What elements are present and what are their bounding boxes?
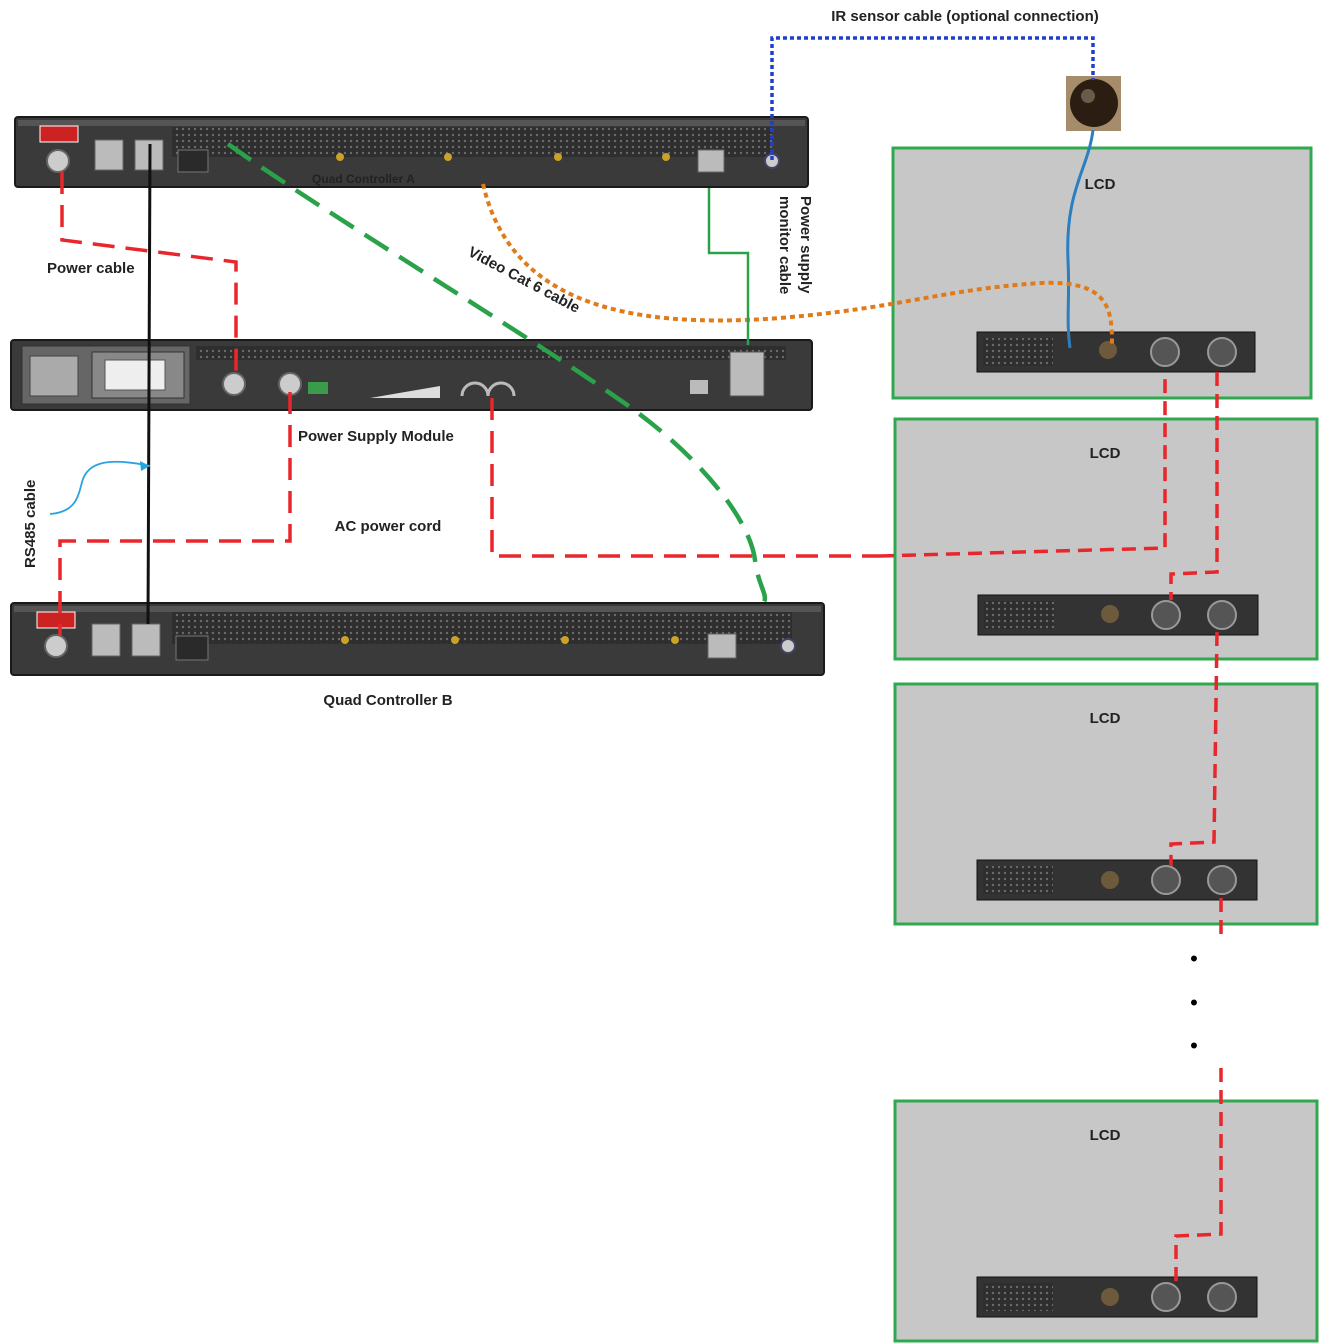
rs485-callout-arrowhead bbox=[140, 461, 150, 471]
lcd-rear-module bbox=[977, 594, 1259, 636]
quad-controller-b: Quad Controller B bbox=[10, 602, 825, 709]
continuation-dots: • • • bbox=[1190, 946, 1198, 1058]
lcd-label: LCD bbox=[1085, 176, 1116, 193]
lcd-panel-3: LCD bbox=[893, 682, 1319, 926]
ellipsis-dot: • bbox=[1190, 990, 1198, 1015]
quad-controller-a: Quad Controller A bbox=[14, 116, 809, 188]
video-cable-label: Video Cat 6 cable bbox=[465, 244, 582, 317]
lcd4-power-in bbox=[1174, 1068, 1223, 1284]
ps-monitor-cable-label-2: monitor cable bbox=[776, 196, 793, 294]
power-cable-a bbox=[60, 172, 238, 372]
video-cat6-cable bbox=[481, 183, 1114, 345]
lcd1-power-in bbox=[879, 372, 1167, 558]
lcd-rear-module bbox=[976, 859, 1258, 901]
controller-b-label: Quad Controller B bbox=[323, 692, 452, 709]
lcd-panel-1: LCD bbox=[891, 146, 1313, 400]
lcd-rear-module bbox=[976, 1276, 1258, 1318]
dc-in-port-icon bbox=[44, 634, 68, 658]
loop-video-cable bbox=[226, 142, 768, 604]
rs485-cable bbox=[146, 143, 152, 625]
ac-power-cord-label: AC power cord bbox=[335, 518, 442, 535]
lcd-label: LCD bbox=[1090, 1127, 1121, 1144]
rs485-callout bbox=[49, 460, 151, 515]
ir-sensor bbox=[1066, 76, 1121, 131]
dc-in-port-icon bbox=[46, 149, 70, 173]
ir-sensor-cable-label: IR sensor cable (optional connection) bbox=[831, 8, 1099, 25]
ellipsis-dot: • bbox=[1190, 1033, 1198, 1058]
power-cable-label: Power cable bbox=[47, 260, 135, 277]
power-supply-module: Power Supply Module bbox=[10, 339, 813, 445]
ellipsis-dot: • bbox=[1190, 946, 1198, 971]
lcd-label: LCD bbox=[1090, 445, 1121, 462]
lcd-label: LCD bbox=[1090, 710, 1121, 727]
lcd-rear-module bbox=[976, 331, 1256, 373]
lcd-panel-4: LCD bbox=[893, 1099, 1319, 1343]
power-cable-b bbox=[58, 392, 292, 636]
lcd-panel-2: LCD bbox=[893, 417, 1319, 661]
panel-power-cable bbox=[490, 398, 880, 558]
lcd2-to-lcd3-power bbox=[1169, 631, 1219, 866]
ps-monitor-cable bbox=[707, 188, 750, 345]
power-supply-module-label: Power Supply Module bbox=[298, 428, 454, 445]
rs485-cable-label: RS485 cable bbox=[22, 480, 39, 568]
lcd1-to-lcd2-power bbox=[1169, 372, 1219, 600]
controller-a-label: Quad Controller A bbox=[312, 172, 415, 186]
ps-monitor-cable-label-1: Power supply bbox=[797, 196, 814, 294]
ir-sensor-wire bbox=[1066, 129, 1095, 349]
ir-sensor-cable bbox=[770, 36, 1095, 160]
